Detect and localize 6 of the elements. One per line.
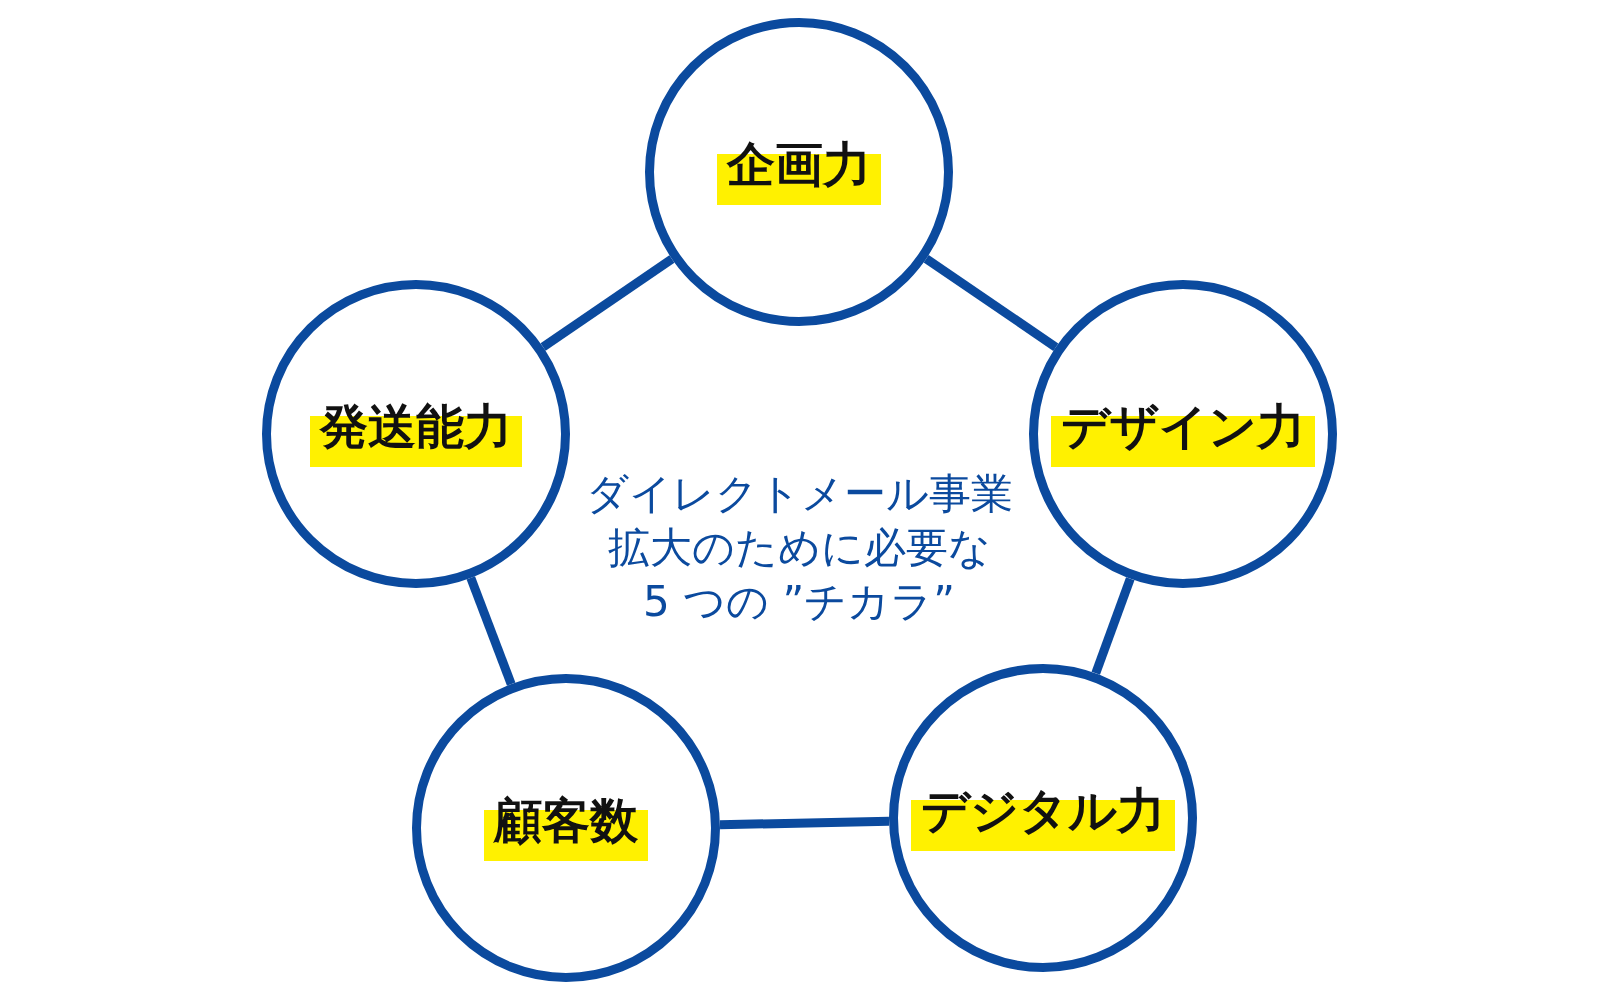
connector-line: [1091, 577, 1135, 675]
connector-line: [466, 576, 516, 686]
connector-line: [719, 816, 890, 830]
connector-line: [540, 255, 675, 351]
center-caption: ダイレクトメール事業拡大のために必要な5 つの ”チカラ”: [585, 468, 1013, 628]
connector-line: [923, 255, 1059, 351]
